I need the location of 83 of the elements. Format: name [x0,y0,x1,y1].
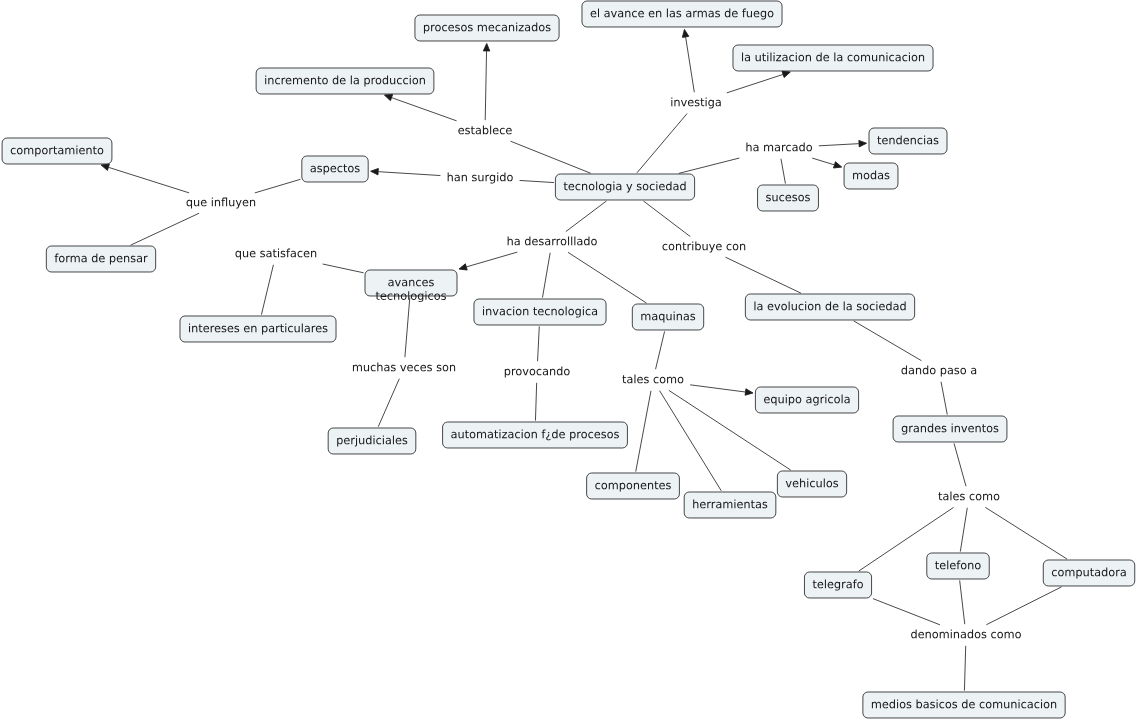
connector-line [537,326,540,362]
concept-box: perjudiciales [327,427,417,455]
connector-line [565,200,607,232]
connector-line [984,506,1068,560]
connector-line [985,586,1062,626]
connector-line [964,645,967,691]
concept-box: automatizacion f¿de procesos [442,421,628,449]
concept-box: modas [843,162,899,190]
arrow [811,157,843,169]
linking-phrase: tales como [622,374,684,384]
concept-box: avances tecnologicos [364,269,458,303]
linking-phrase: provocando [504,366,570,378]
connector-line [872,598,941,626]
linking-phrase: ha desarrolllado [507,236,597,246]
concept-box: procesos mecanizados [414,14,560,42]
connector-line [668,389,792,471]
arrow [100,163,190,194]
connector-line [643,200,691,237]
concept-box: invacion tecnologica [473,298,607,326]
connector-line [130,212,200,246]
linking-phrase: que influyen [186,197,256,209]
connector-line [678,157,740,174]
concept-box: aspectos [301,155,369,183]
connector-line [780,158,786,184]
connector-line [404,297,411,358]
concept-box: grandes inventos [892,415,1008,443]
arrow [682,29,695,93]
connector-line [959,580,966,625]
concept-box: herramientas [683,491,777,519]
linking-phrase: que satisfacen [235,248,317,260]
linking-phrase: tales como [938,491,1000,501]
connector-line [254,178,301,194]
connector-line [725,256,802,294]
connector-line [636,113,688,174]
linking-phrase: investiga [671,97,721,109]
connector-line [858,506,954,572]
connector-line [542,252,551,298]
connector-line [959,507,968,552]
connector-line [377,378,400,428]
concept-box: comportamiento [1,137,113,165]
concept-box: la evolucion de la sociedad [744,293,916,321]
concept-box: incremento de la produccion [255,67,435,95]
concept-box: componentes [586,472,680,500]
connector-line [659,390,722,492]
connector-line [940,381,948,415]
arrow [370,168,441,176]
arrow [689,384,754,396]
concept-box: forma de pensar [45,245,157,273]
arrow [384,94,457,122]
linking-phrase: establece [458,125,512,135]
concept-box: sucesos [757,184,819,212]
concept-box: telegrafo [804,571,872,599]
connector-line [322,263,365,274]
connector-line [953,442,967,487]
connector-line [510,140,591,174]
concept-box: el avance en las armas de fuego [581,0,783,28]
concept-box: tecnologia y sociedad [555,173,695,201]
concept-box: maquinas [631,303,705,331]
linking-phrase: denominados como [911,629,1021,639]
connector-line [519,180,555,183]
connector-line [261,264,274,315]
linking-phrase: dando paso a [901,365,977,377]
linking-phrase: muchas veces son [352,362,456,372]
concept-box: vehiculos [777,470,848,498]
connector-line [853,320,922,362]
concept-box: intereses en particulares [179,315,337,343]
arrow [818,140,867,148]
connector-line [635,390,652,472]
concept-box: equipo agricola [755,386,859,414]
linking-phrase: ha marcado [746,142,812,152]
linking-phrase: han surgido [447,172,513,184]
connector-line [567,251,647,304]
concept-box: telefono [926,552,990,580]
connector-line [655,330,665,370]
arrow [726,70,791,94]
arrow [458,251,518,271]
concept-box: tendencias [868,127,948,155]
concept-box: medios basicos de comunicacion [862,691,1066,719]
concept-box: computadora [1042,559,1136,587]
connector-line [535,382,538,421]
arrow [482,43,491,121]
linking-phrase: contribuye con [662,241,746,253]
concept-box: la utilizacion de la comunicacion [732,44,934,72]
